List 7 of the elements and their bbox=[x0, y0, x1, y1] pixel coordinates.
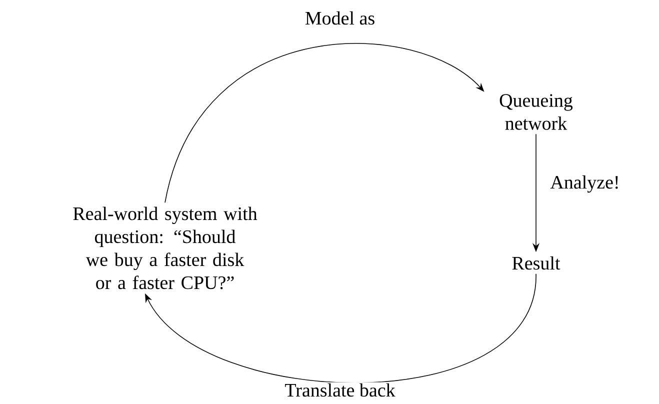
arrow bbox=[145, 273, 536, 384]
node-text: Queueing network bbox=[500, 94, 573, 130]
node-text: Real-world system with question: “Should we buy a faster disk or a faster CPU?” bbox=[73, 206, 258, 290]
edge-label: Translate back bbox=[284, 382, 396, 398]
node-text: Result bbox=[512, 256, 560, 270]
edge-label: Analyze! bbox=[549, 174, 621, 194]
edge-label: Model as bbox=[304, 10, 376, 26]
